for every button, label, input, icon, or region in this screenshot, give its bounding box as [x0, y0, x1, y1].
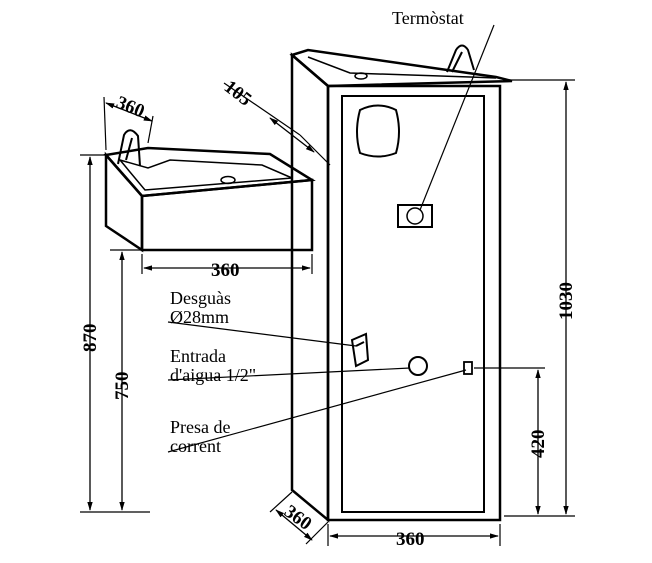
water-inlet	[408, 356, 428, 376]
basin-drain	[220, 175, 236, 185]
basin	[103, 129, 316, 253]
leader-thermostat	[419, 24, 495, 211]
basin-left-face	[104, 151, 144, 253]
cabinet-top-face	[289, 48, 513, 88]
dim-height-1030: 1030	[556, 282, 577, 320]
label-power-line2: corrent	[170, 436, 221, 456]
cabinet-top-drain	[354, 72, 368, 80]
cabinet-side-face	[290, 52, 330, 523]
dim-cabinet-width: 360	[396, 529, 425, 550]
dim-line-basin-offset	[269, 117, 315, 153]
label-power-line1: Presa de	[170, 417, 230, 437]
cabinet-faucet	[446, 44, 475, 73]
cabinet-window	[356, 104, 400, 158]
basin-front-face	[140, 178, 314, 252]
thermostat-box	[397, 204, 433, 228]
cabinet-top-inner-edge	[307, 56, 497, 79]
cabinet-front-face	[326, 84, 502, 522]
leader-lines	[167, 24, 495, 453]
label-drain-line2: Ø28mm	[170, 307, 229, 327]
dim-line-basin-depth	[105, 102, 153, 122]
leader-power	[167, 369, 467, 453]
power-socket	[463, 361, 473, 375]
leader-water-inlet	[167, 367, 411, 381]
dim-height-750: 750	[112, 372, 133, 401]
label-thermostat: Termòstat	[392, 8, 464, 28]
dim-height-870: 870	[80, 324, 101, 353]
label-water-inlet-line2: d'aigua 1/2"	[170, 365, 256, 385]
dim-basin-offset: 105	[220, 76, 255, 110]
cabinet-door	[341, 95, 485, 513]
dimension-lines	[80, 79, 575, 546]
basin-faucet	[117, 129, 141, 167]
dim-basin-width: 360	[211, 260, 240, 281]
label-drain-line1: Desguàs	[170, 288, 231, 308]
dim-height-420: 420	[528, 430, 549, 459]
drain-pipe	[350, 332, 370, 368]
label-water-inlet-line1: Entrada	[170, 346, 226, 366]
thermostat-dial	[406, 207, 424, 225]
cabinet	[289, 44, 513, 523]
leader-drain	[167, 321, 357, 347]
basin-bowl	[117, 158, 293, 191]
dim-line-cabinet-depth	[275, 509, 313, 541]
